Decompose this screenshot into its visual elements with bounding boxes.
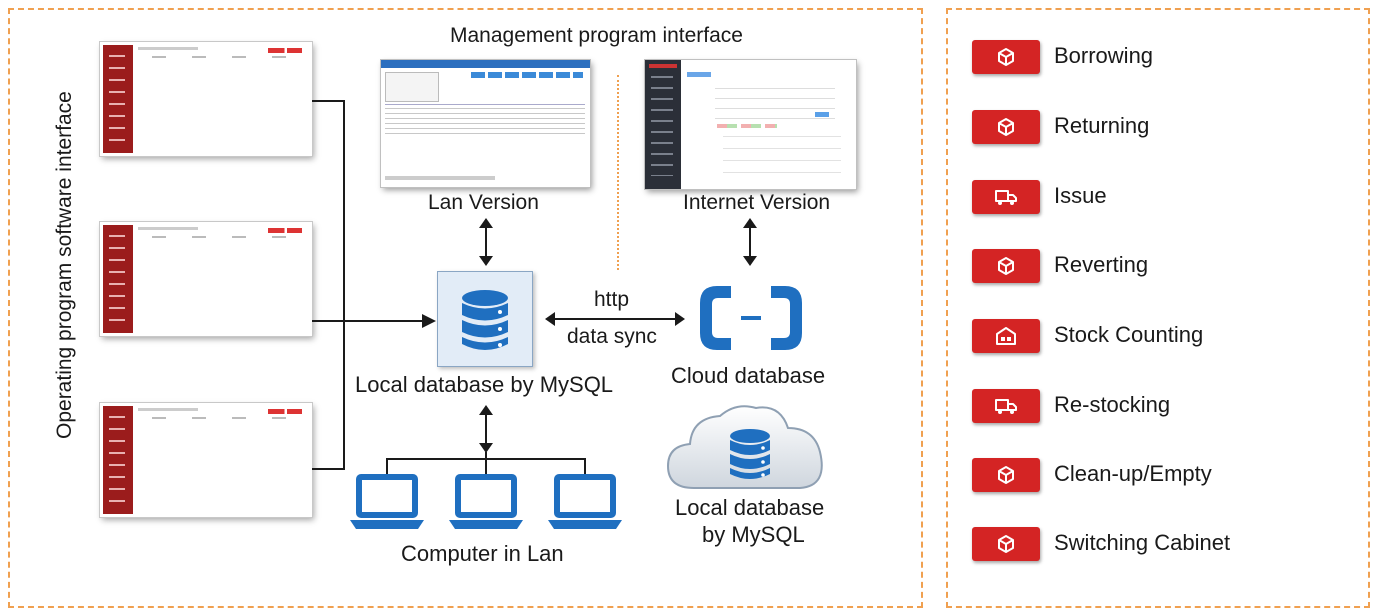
connector-line bbox=[312, 320, 427, 322]
connector-line bbox=[584, 458, 586, 474]
connector-line bbox=[485, 452, 487, 474]
function-label-switching-cabinet: Switching Cabinet bbox=[1054, 530, 1231, 555]
internet-version-label: Internet Version bbox=[683, 191, 831, 214]
cloud-local-db-label-2: by MySQL bbox=[702, 522, 805, 547]
function-label-re-stocking: Re-stocking bbox=[1054, 392, 1171, 417]
lan-version-label: Lan Version bbox=[428, 191, 539, 214]
truck-icon bbox=[995, 399, 1017, 414]
cloud-db-label: Cloud database bbox=[671, 363, 826, 388]
operating-screen-3 bbox=[100, 403, 312, 517]
function-tag-stock-counting bbox=[972, 319, 1040, 353]
cloud-local-db-icon bbox=[666, 405, 823, 489]
box-icon bbox=[998, 257, 1014, 275]
truck-icon bbox=[995, 190, 1017, 205]
lan-version-screen bbox=[381, 60, 590, 187]
function-tag-clean-up bbox=[972, 458, 1040, 492]
connector-line bbox=[312, 468, 344, 470]
local-database-icon bbox=[437, 271, 533, 367]
box-icon bbox=[998, 48, 1014, 66]
box-icon bbox=[998, 118, 1014, 136]
function-label-reverting: Reverting bbox=[1054, 252, 1149, 277]
cloud-database-icon bbox=[700, 286, 802, 350]
double-arrow-computers bbox=[479, 405, 493, 453]
double-arrow-sync bbox=[545, 312, 685, 326]
operating-screen-2 bbox=[100, 222, 312, 336]
box-icon bbox=[998, 466, 1014, 484]
function-label-issue: Issue bbox=[1054, 183, 1107, 208]
warehouse-icon bbox=[996, 327, 1016, 345]
function-label-returning: Returning bbox=[1054, 113, 1150, 138]
function-label-clean-up: Clean-up/Empty bbox=[1054, 461, 1212, 486]
laptop-icon bbox=[350, 474, 424, 529]
http-label: http bbox=[594, 288, 630, 311]
computer-lan-label: Computer in Lan bbox=[401, 541, 564, 566]
function-tag-borrowing bbox=[972, 40, 1040, 74]
function-tag-switching-cabinet bbox=[972, 527, 1040, 561]
internet-version-screen bbox=[645, 60, 856, 189]
function-label-borrowing: Borrowing bbox=[1054, 43, 1154, 68]
local-db-label: Local database by MySQL bbox=[355, 372, 614, 397]
data-sync-label: data sync bbox=[567, 325, 657, 348]
double-arrow-internet bbox=[743, 218, 757, 266]
right-panel-border bbox=[946, 8, 1370, 608]
connector-line bbox=[312, 100, 344, 102]
function-tag-returning bbox=[972, 110, 1040, 144]
box-icon bbox=[998, 535, 1014, 553]
arrow-head-right bbox=[422, 314, 436, 328]
operating-interface-label: Operating program software interface bbox=[53, 91, 76, 439]
function-tag-re-stocking bbox=[972, 389, 1040, 423]
function-tag-reverting bbox=[972, 249, 1040, 283]
management-title: Management program interface bbox=[450, 24, 743, 47]
function-tag-issue bbox=[972, 180, 1040, 214]
laptop-icon bbox=[548, 474, 622, 529]
cloud-local-db-label-1: Local database bbox=[675, 495, 825, 520]
operating-screen-1 bbox=[100, 42, 312, 156]
laptop-icon bbox=[449, 474, 523, 529]
divider-dotted bbox=[617, 75, 619, 270]
double-arrow-lan bbox=[479, 218, 493, 266]
connector-line bbox=[343, 100, 345, 470]
connector-line bbox=[386, 458, 388, 474]
function-label-stock-counting: Stock Counting bbox=[1054, 322, 1204, 347]
